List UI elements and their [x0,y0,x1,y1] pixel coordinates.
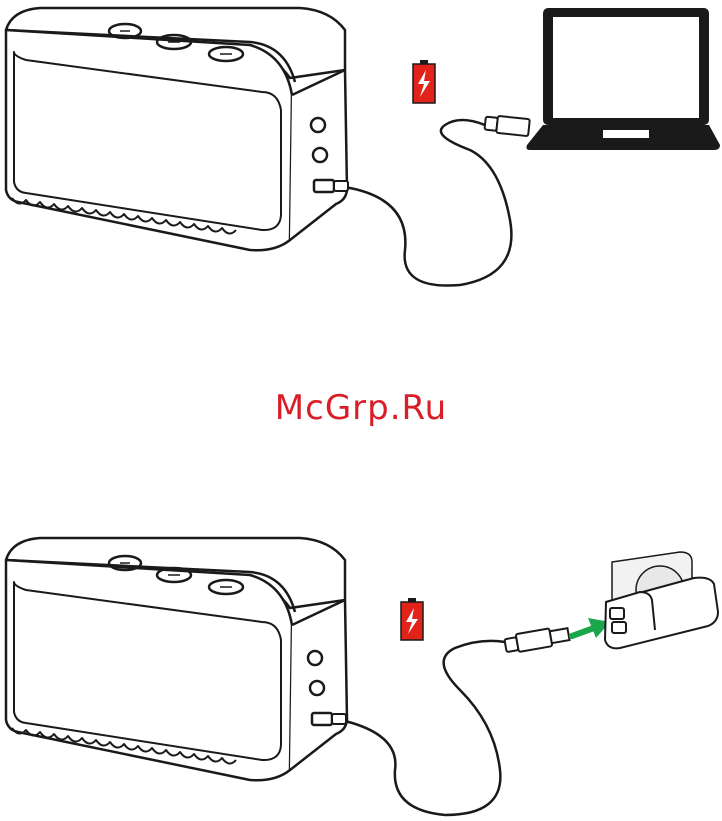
usb-cable-icon [334,115,530,286]
usb-cable-icon [332,625,570,815]
watermark-text: McGrp.Ru [0,388,722,428]
laptop-charging-diagram [0,0,722,300]
battery-charging-icon [401,598,423,640]
speaker-icon [6,538,347,780]
speaker-icon [6,8,347,250]
laptop-icon [526,8,720,150]
battery-charging-icon [413,60,435,103]
wall-adapter-icon [605,552,718,648]
wall-charging-diagram [0,530,722,821]
